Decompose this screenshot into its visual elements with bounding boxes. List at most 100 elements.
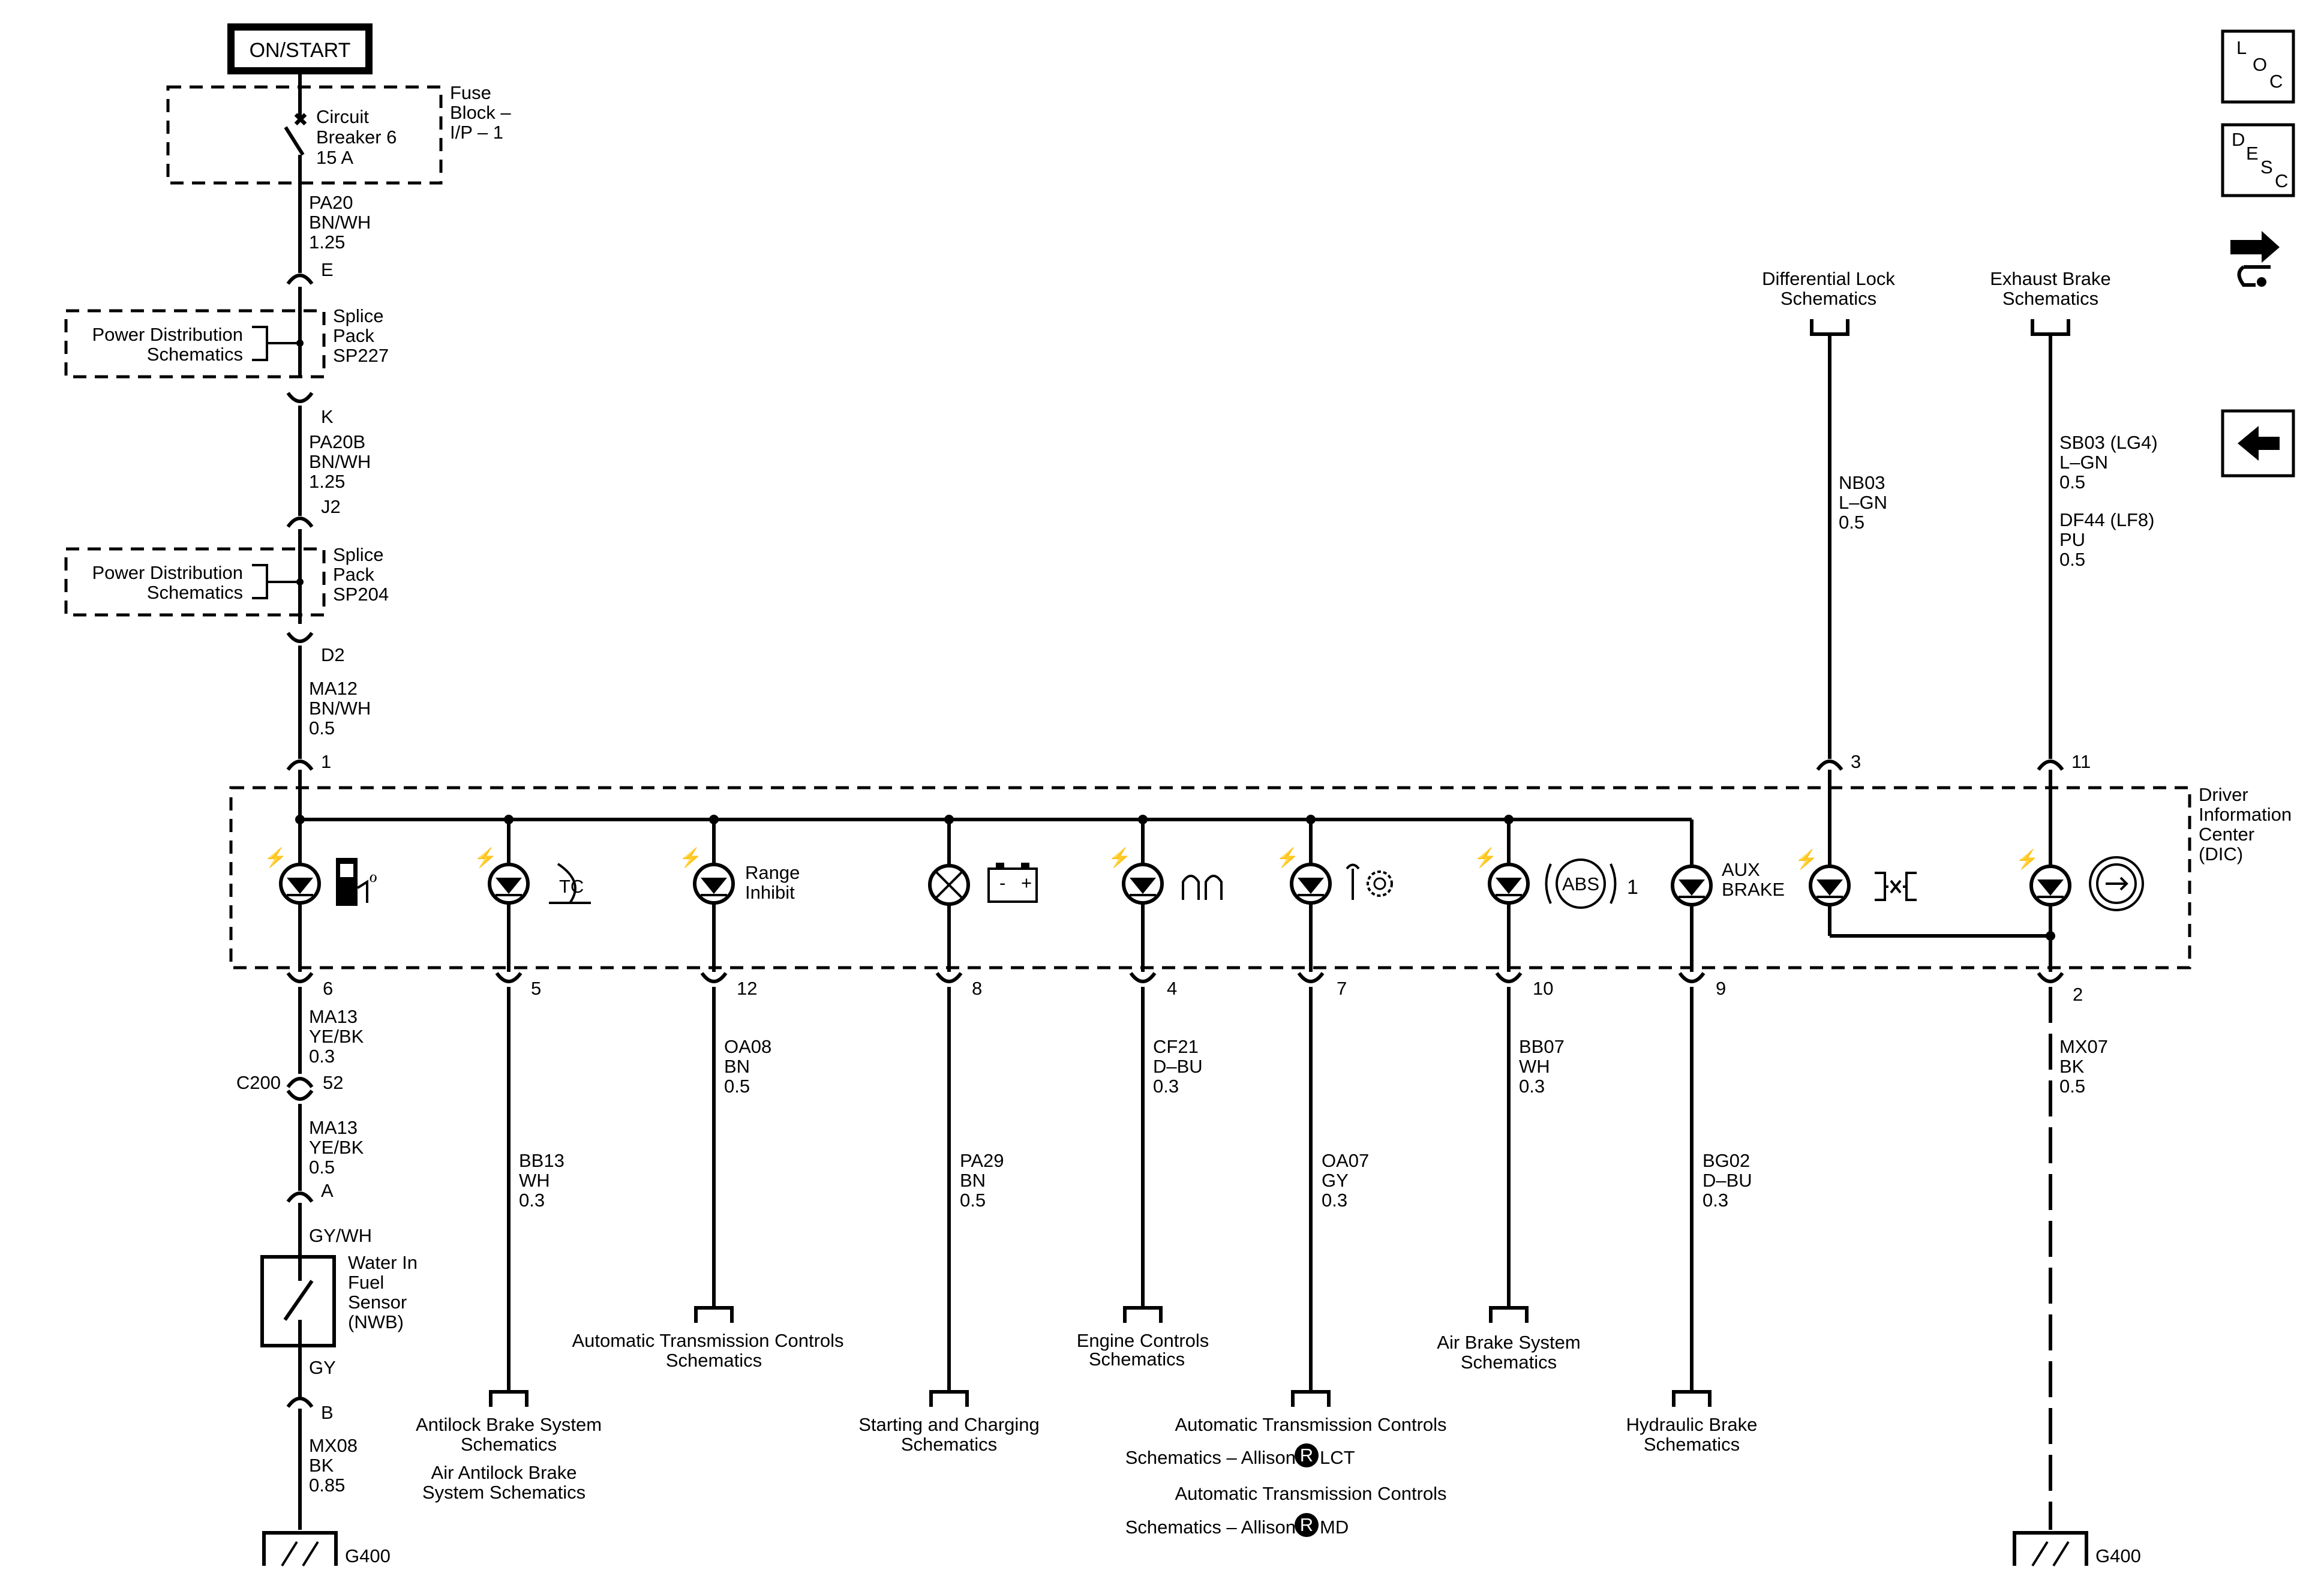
svg-text:NB03: NB03: [1839, 472, 1885, 493]
wire-pa29: PA29 BN 0.5: [960, 1150, 1004, 1211]
wire-pa20: PA20 BN/WH 1.25: [309, 192, 371, 253]
wire-bb13: BB13 WH 0.3: [519, 1150, 565, 1211]
svg-text:6: 6: [323, 978, 333, 999]
led-traction-control: ⚡ TC: [474, 819, 591, 972]
svg-text:0.5: 0.5: [2059, 1076, 2085, 1097]
svg-text:S: S: [2260, 157, 2273, 178]
on-start-power-source: ON/START: [227, 23, 373, 74]
svg-text:⚡: ⚡: [1276, 846, 1299, 869]
svg-text:BRAKE: BRAKE: [1722, 879, 1785, 900]
svg-text:Schematics: Schematics: [1644, 1434, 1740, 1455]
svg-text:MX08: MX08: [309, 1435, 358, 1456]
svg-text:WH: WH: [1519, 1056, 1550, 1077]
splice-sp227: Power Distribution Schematics Splice Pac…: [64, 305, 389, 379]
svg-text:L–GN: L–GN: [2059, 452, 2108, 473]
svg-text:Schematics – Allison: Schematics – Allison: [1125, 1447, 1296, 1468]
wire-oa07: OA07 GY 0.3: [1322, 1150, 1369, 1211]
dest-engine-controls[interactable]: Engine Controls Schematics: [1077, 1330, 1209, 1370]
wire-mx08: MX08 BK 0.85: [309, 1435, 358, 1496]
svg-text:Schematics: Schematics: [1780, 288, 1876, 309]
svg-text:Information: Information: [2199, 804, 2292, 825]
wire-df44: DF44 (LF8) PU 0.5: [2059, 509, 2154, 570]
svg-text:Antilock Brake System: Antilock Brake System: [416, 1414, 602, 1435]
connector-dic-pin-2: 2: [2037, 972, 2083, 1005]
svg-text:MA13: MA13: [309, 1006, 358, 1027]
dest-allison-lct[interactable]: Automatic Transmission Controls Schemati…: [1125, 1414, 1447, 1468]
dest-allison-md[interactable]: Automatic Transmission Controls Schemati…: [1125, 1483, 1447, 1538]
svg-text:D: D: [2232, 129, 2245, 150]
connector-dic-pin-11: 11: [2037, 751, 2091, 772]
svg-text:SB03 (LG4): SB03 (LG4): [2059, 432, 2158, 453]
wire-ma12: MA12 BN/WH 0.5: [309, 678, 371, 739]
svg-text:E: E: [2246, 143, 2259, 164]
dest-automatic-transmission[interactable]: Automatic Transmission Controls Schemati…: [572, 1330, 843, 1371]
svg-text:Air Antilock Brake: Air Antilock Brake: [431, 1462, 577, 1483]
svg-text:AUX: AUX: [1722, 859, 1760, 880]
svg-text:B: B: [321, 1402, 334, 1423]
dest-starting-charging[interactable]: Starting and Charging Schematics: [858, 1414, 1040, 1455]
svg-text:Inhibit: Inhibit: [745, 882, 795, 903]
svg-text:0.5: 0.5: [2059, 472, 2085, 493]
svg-text:GY: GY: [1322, 1170, 1349, 1191]
svg-text:⚡: ⚡: [1108, 846, 1131, 869]
svg-text:Power Distribution: Power Distribution: [92, 562, 243, 583]
loc-button[interactable]: L O C: [2221, 29, 2295, 104]
dest-hydraulic-brake[interactable]: Hydraulic Brake Schematics: [1626, 1414, 1758, 1455]
dest-air-brake-system[interactable]: Air Brake System Schematics: [1437, 1332, 1580, 1373]
svg-text:PA20: PA20: [309, 192, 353, 213]
circuit-breaker: ✖ Circuit Breaker 6 15 A: [284, 106, 397, 273]
svg-text:Schematics: Schematics: [666, 1350, 762, 1371]
svg-text:10: 10: [1533, 978, 1553, 999]
connector-j2: J2: [286, 496, 341, 528]
svg-text:52: 52: [323, 1072, 343, 1093]
svg-text:BG02: BG02: [1703, 1150, 1750, 1171]
svg-text:MD: MD: [1320, 1517, 1349, 1538]
svg-text:O: O: [2253, 54, 2267, 75]
svg-text:CF21: CF21: [1153, 1036, 1199, 1057]
wire-bb07: BB07 WH 0.3: [1519, 1036, 1565, 1097]
svg-text:MX07: MX07: [2059, 1036, 2108, 1057]
connector-dic-pin-12: 12: [700, 972, 757, 999]
svg-text:OA08: OA08: [724, 1036, 771, 1057]
svg-text:PA20B: PA20B: [309, 431, 365, 452]
connector-e: E: [286, 259, 334, 285]
led-fuel-water-indicator: ⚡: [264, 819, 321, 972]
svg-text:MA12: MA12: [309, 678, 358, 699]
led-range-inhibit: ⚡ Range Inhibit: [679, 819, 800, 972]
svg-text:Fuel: Fuel: [348, 1272, 384, 1293]
svg-text:L: L: [2236, 37, 2247, 58]
dest-exhaust-brake[interactable]: Exhaust Brake Schematics: [1990, 268, 2111, 309]
svg-text:PU: PU: [2059, 529, 2085, 550]
svg-text:BN/WH: BN/WH: [309, 698, 371, 719]
svg-text:7: 7: [1337, 978, 1347, 999]
svg-text:D2: D2: [321, 644, 345, 665]
svg-text:0.3: 0.3: [1519, 1076, 1545, 1097]
svg-text:Differential Lock: Differential Lock: [1762, 268, 1895, 289]
svg-text:1.25: 1.25: [309, 232, 345, 253]
dest-air-antilock-brake[interactable]: Air Antilock Brake System Schematics: [422, 1462, 585, 1503]
connector-dic-pin-6: 6: [286, 972, 333, 999]
svg-text:Water In: Water In: [348, 1252, 418, 1273]
svg-text:ℴ: ℴ: [369, 865, 377, 886]
svg-text:Breaker 6: Breaker 6: [316, 127, 397, 148]
fuel-water-icon: ℴ: [336, 858, 377, 906]
svg-text:0.5: 0.5: [724, 1076, 750, 1097]
svg-text:0.5: 0.5: [2059, 549, 2085, 570]
desc-button[interactable]: D E S C: [2221, 123, 2295, 197]
svg-text:11: 11: [2071, 751, 2091, 772]
diff-lock-icon: [1875, 872, 1917, 901]
svg-text:Driver: Driver: [2199, 784, 2248, 805]
connector-dic-pin-5: 5: [495, 972, 541, 999]
svg-text:G400: G400: [345, 1545, 391, 1566]
diagnostic-tool-icon[interactable]: [2230, 231, 2280, 287]
svg-text:WH: WH: [519, 1170, 550, 1191]
led-glow-plug: ⚡: [1108, 819, 1223, 972]
back-button[interactable]: [2221, 409, 2295, 478]
svg-text:0.3: 0.3: [1322, 1190, 1347, 1211]
svg-text:+: +: [1021, 872, 1032, 893]
svg-text:R: R: [1300, 1514, 1313, 1535]
dest-differential-lock[interactable]: Differential Lock Schematics: [1762, 268, 1895, 309]
wire-nb03: NB03 L–GN 0.5: [1839, 472, 1887, 533]
dest-antilock-brake[interactable]: Antilock Brake System Schematics: [416, 1414, 602, 1455]
